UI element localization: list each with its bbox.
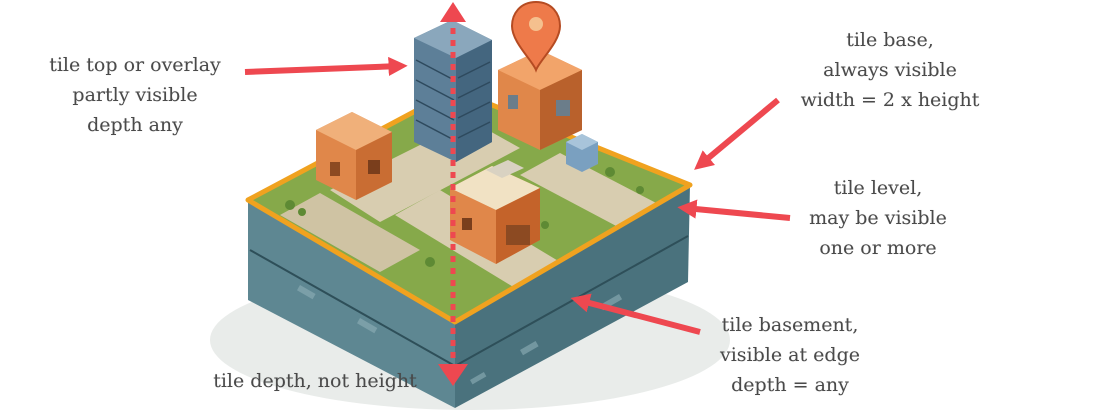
depth-arrow-bottom-head (438, 364, 468, 386)
label-tile-depth: tile depth, not height (195, 366, 435, 396)
tile-base-outline (245, 87, 693, 325)
label-tile-base-line2: always visible (823, 59, 957, 81)
label-tile-depth-text: tile depth, not height (213, 370, 417, 392)
label-tile-basement-line3: depth = any (731, 374, 849, 396)
arrow-tile-level (677, 199, 791, 221)
location-pin-icon (510, 0, 562, 73)
arrow-tile-basement (570, 293, 701, 335)
label-tile-top-line2: partly visible (72, 84, 198, 106)
road-right (520, 153, 660, 228)
arrow-tile-top (244, 56, 408, 77)
kiosk (566, 134, 598, 172)
arrow-tile-base (694, 97, 780, 170)
label-tile-level-line1: tile level, (833, 177, 923, 199)
label-tile-top-line3: depth any (87, 114, 183, 136)
label-tile-top: tile top or overlay partly visible depth… (30, 50, 240, 140)
label-tile-level: tile level, may be visible one or more (778, 173, 978, 263)
label-tile-basement-line2: visible at edge (720, 344, 860, 366)
label-tile-base-line1: tile base, (846, 29, 934, 51)
bushes (285, 167, 644, 267)
label-tile-base-line3: width = 2 x height (800, 89, 980, 111)
tile-side-left (248, 200, 455, 408)
label-tile-base: tile base, always visible width = 2 x he… (785, 25, 995, 115)
label-tile-level-line2: may be visible (809, 207, 947, 229)
building-back-right (498, 50, 582, 150)
road-left (280, 193, 420, 272)
building-front (450, 160, 540, 264)
depth-arrow-top-head (440, 2, 466, 22)
label-tile-basement-line1: tile basement, (721, 314, 859, 336)
label-tile-top-line1: tile top or overlay (49, 54, 221, 76)
label-tile-basement: tile basement, visible at edge depth = a… (700, 310, 880, 400)
tile-level-line-left (249, 249, 456, 367)
building-small-left (316, 112, 392, 200)
label-tile-level-line3: one or more (819, 237, 937, 259)
